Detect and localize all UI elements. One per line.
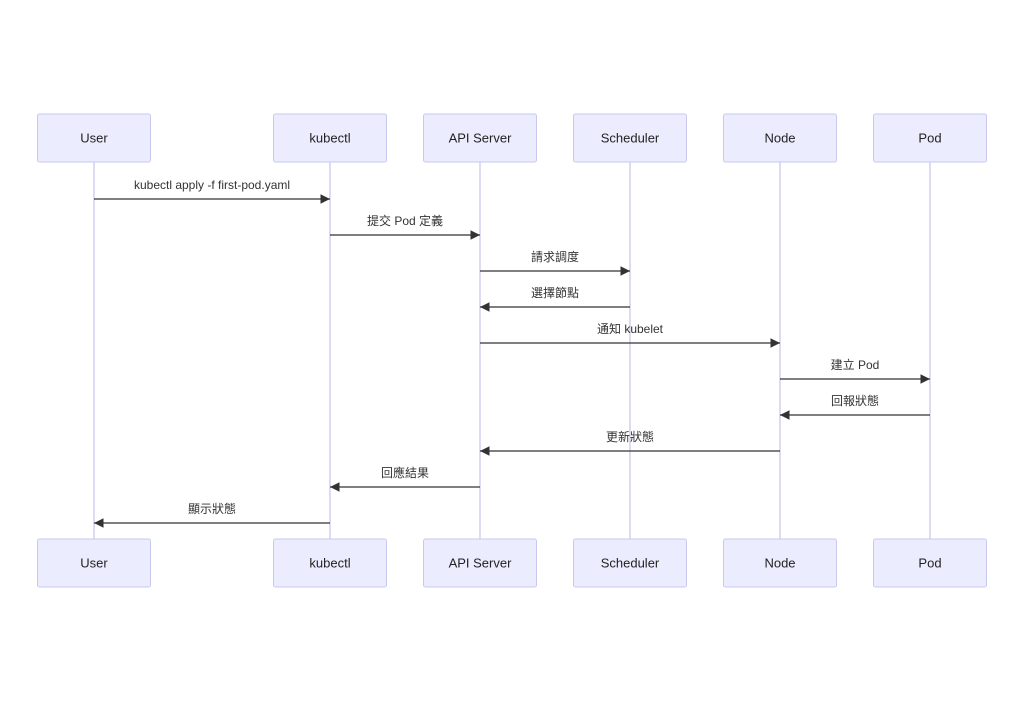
actor-box-user-top <box>37 113 151 163</box>
actor-label-user-bottom: User <box>80 555 108 570</box>
actor-label-api-bottom: API Server <box>449 555 513 570</box>
lifelines <box>93 162 931 539</box>
actor-box-scheduler-bottom <box>573 538 687 588</box>
actor-label-pod-top: Pod <box>918 130 941 145</box>
actor-box-kubectl-top <box>273 113 387 163</box>
actor-label-user-top: User <box>80 130 108 145</box>
actors-bottom: User kubectl API Server Scheduler Node Pod <box>37 538 987 588</box>
actor-label-node-top: Node <box>764 130 795 145</box>
actor-box-user-bottom <box>37 538 151 588</box>
actor-label-node-bottom: Node <box>764 555 795 570</box>
messages: kubectl apply -f first-pod.yaml 提交 Pod 定義… <box>94 178 930 528</box>
actor-box-api-top <box>423 113 537 163</box>
actor-box-node-bottom <box>723 538 837 588</box>
message-label-3: 請求調度 <box>531 249 579 264</box>
message-label-10: 顯示狀態 <box>188 501 236 516</box>
actor-box-pod-bottom <box>873 538 987 588</box>
actor-label-scheduler-bottom: Scheduler <box>601 555 660 570</box>
message-label-7: 回報狀態 <box>831 393 879 408</box>
actor-box-api-bottom <box>423 538 537 588</box>
actor-box-kubectl-bottom <box>273 538 387 588</box>
message-label-2: 提交 Pod 定義 <box>367 213 443 228</box>
message-label-9: 回應結果 <box>381 465 429 480</box>
actor-label-pod-bottom: Pod <box>918 555 941 570</box>
message-label-6: 建立 Pod <box>831 357 880 372</box>
message-label-5: 通知 kubelet <box>597 322 664 336</box>
actor-label-scheduler-top: Scheduler <box>601 130 660 145</box>
actor-label-api-top: API Server <box>449 130 513 145</box>
actor-box-node-top <box>723 113 837 163</box>
actors-top: User kubectl API Server Scheduler Node Pod <box>37 113 987 163</box>
actor-label-kubectl-top: kubectl <box>309 130 350 145</box>
message-label-1: kubectl apply -f first-pod.yaml <box>134 178 290 192</box>
actor-box-scheduler-top <box>573 113 687 163</box>
actor-box-pod-top <box>873 113 987 163</box>
message-label-8: 更新狀態 <box>606 429 654 444</box>
actor-label-kubectl-bottom: kubectl <box>309 555 350 570</box>
message-label-4: 選擇節點 <box>531 285 579 300</box>
